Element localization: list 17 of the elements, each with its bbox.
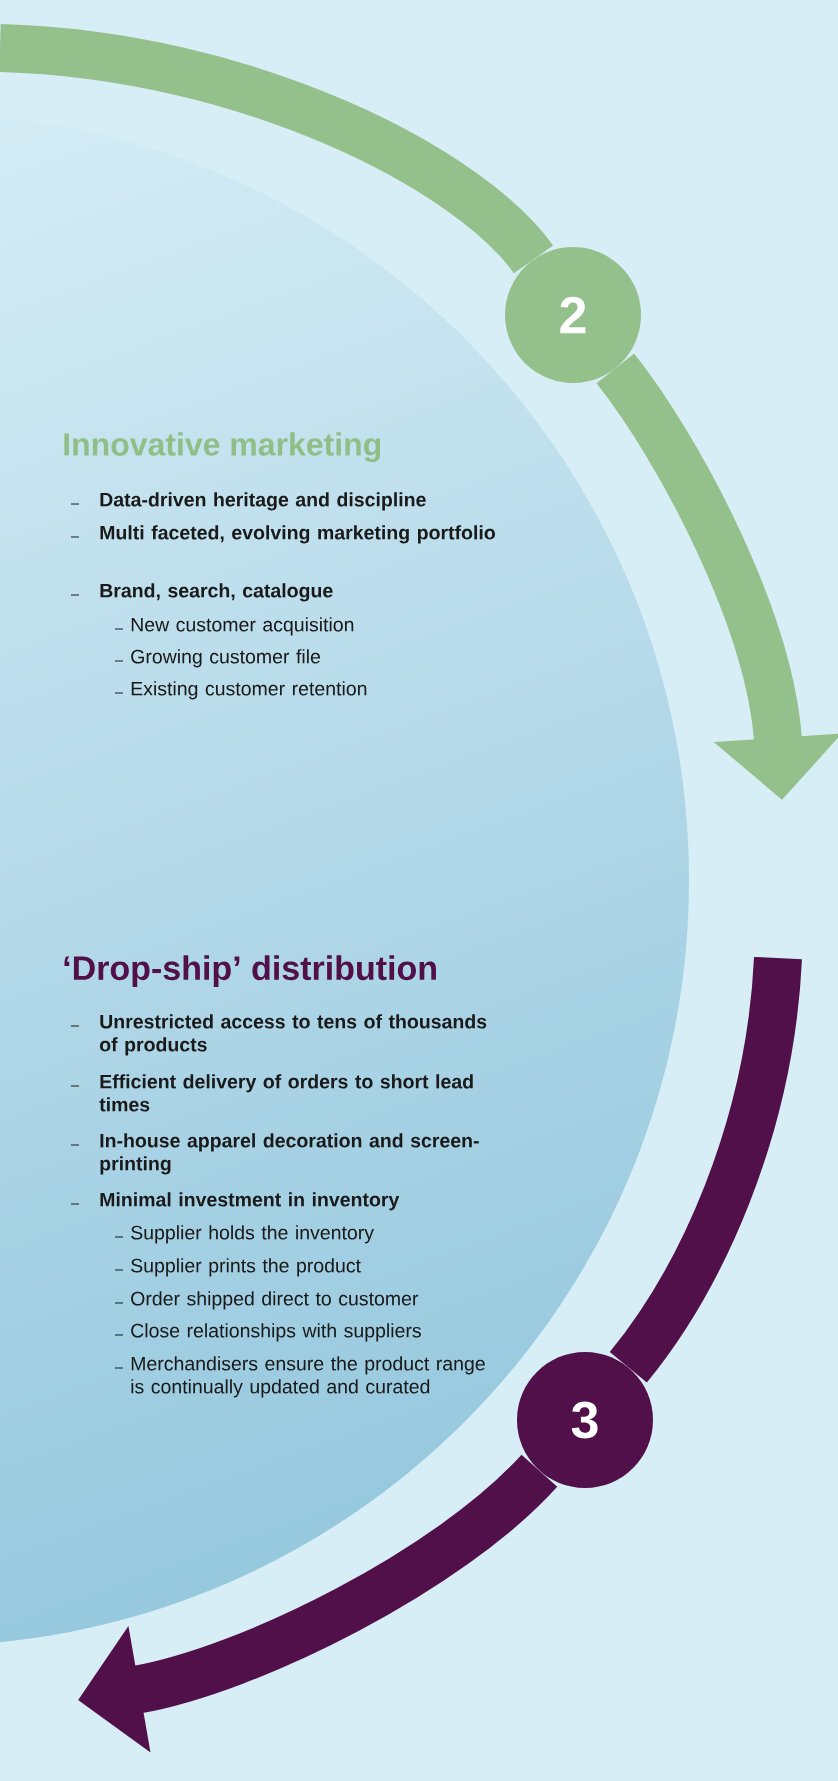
list-item: Order shipped direct to customer <box>114 1291 419 1310</box>
list-item: Efficient delivery of orders to short lead times <box>70 1074 473 1112</box>
list-item: Supplier prints the product <box>114 1258 361 1277</box>
section-heading: ‘Drop-ship’ distribution <box>64 955 436 987</box>
list-item: In-house apparel decoration and screen-printing <box>70 1133 479 1175</box>
list-item: Growing customer file <box>114 649 320 668</box>
list-item: New customer acquisition <box>114 617 354 636</box>
list-item: Brand, search, catalogue <box>70 583 333 602</box>
list-item: Supplier holds the inventory <box>114 1225 374 1244</box>
list-item: Merchandisers ensure the product range is continually updated and curated <box>114 1356 485 1398</box>
list-item: Close relationships with suppliers <box>114 1323 421 1342</box>
list-item: Minimal investment in inventory <box>70 1192 400 1211</box>
list-item: Data-driven heritage and discipline <box>70 492 426 511</box>
list-item: Existing customer retention <box>114 681 367 700</box>
list-item: Multi faceted, evolving marketing portfolio <box>70 525 495 544</box>
list-item: Unrestricted access to tens of thousands of products <box>70 1014 487 1056</box>
section-heading: Innovative marketing <box>64 432 381 463</box>
